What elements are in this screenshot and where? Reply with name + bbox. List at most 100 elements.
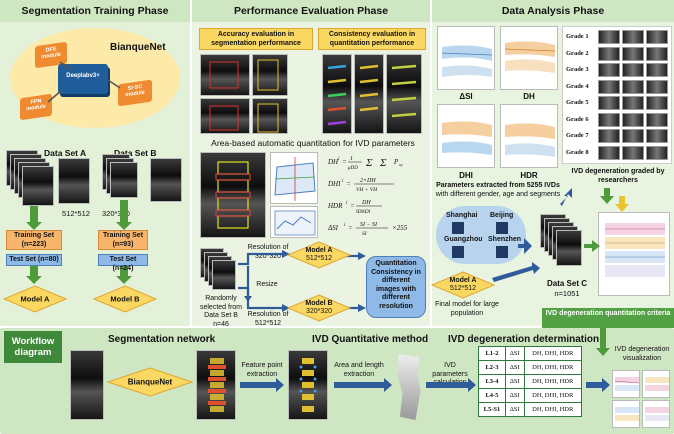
analysis-model-a-size: 512*512 (449, 285, 477, 292)
test-set-a: Test Set (n=80) (6, 254, 62, 266)
res-320-label: Resolution of 320*320 (247, 244, 289, 260)
params-caption: Parameters extracted from 5255 IVDs with… (434, 182, 562, 199)
svg-text:DH: DH (327, 158, 339, 166)
grade-image (598, 63, 620, 77)
svg-text:×255: ×255 (392, 224, 408, 232)
hospital-icon-3 (452, 246, 464, 258)
criteria-banner: IVD degeneration quantitation criteria (542, 308, 674, 328)
svg-text:xy: xy (398, 162, 403, 167)
cities-cloud (436, 206, 526, 264)
dataset-c-image-5 (556, 230, 582, 266)
svg-text:VH + VH: VH + VH (356, 187, 378, 193)
hospital-icon-1 (452, 222, 464, 234)
training-arrows (26, 200, 132, 284)
workflow-input-mri (70, 350, 104, 420)
segment-cell: L5-S1 (478, 402, 506, 417)
analysis-arrows (492, 188, 629, 282)
module-connectors (47, 61, 121, 103)
resize-label: Resize (256, 281, 278, 288)
evaluation-arrows (238, 250, 366, 312)
hospital-icon-2 (496, 222, 508, 234)
visualization-chart-4 (642, 400, 670, 428)
grade-image (646, 96, 668, 110)
chart-dh (500, 26, 558, 90)
evaluation-phase-title: Performance Evaluation Phase (233, 5, 389, 17)
random-image-4 (212, 260, 236, 290)
quant-diagram-bottom (270, 206, 318, 238)
analysis-title-bar (432, 0, 674, 22)
eval-model-b-diamond: Model B 320*320 (286, 294, 352, 322)
accuracy-overlays (209, 59, 279, 133)
grade-image (622, 112, 644, 127)
dataset-a-image-main (58, 158, 90, 204)
model-a-diamond: Model A (2, 285, 68, 313)
grade-label: Grade 5 (566, 99, 589, 106)
workflow-title: Workflow diagram (11, 336, 55, 358)
grade-image (622, 79, 644, 94)
module-deeplab: Deeplabv3+ (58, 64, 108, 94)
size-a-label: 512*512 (62, 209, 90, 218)
svg-text:=: = (350, 202, 355, 210)
svg-text:DHI: DHI (327, 180, 341, 188)
parameter-cell: ΔSI (504, 402, 525, 417)
svg-text:μDD: μDD (348, 166, 358, 171)
feature-extraction-label: Feature point extraction (241, 362, 283, 378)
city-beijing: Beijing (490, 212, 514, 219)
dataset-b-label: Data Set B (114, 148, 157, 158)
consistency-result-box: Quantitation Consistency in different im… (366, 256, 426, 318)
eval-model-a-size: 512*512 (305, 255, 333, 262)
dataset-c-n: n=1051 (554, 289, 580, 298)
dataset-a-image-5 (22, 166, 54, 206)
evaluation-title-bar (192, 0, 430, 22)
parameter-cell: DH, DHI, HDR (523, 402, 583, 417)
grade-image (646, 79, 668, 94)
chart-delta-si (437, 26, 495, 90)
dataset-b-image-main (150, 158, 182, 202)
svg-text:Σ: Σ (365, 157, 373, 169)
svg-text:ΔSI: ΔSI (327, 224, 339, 232)
quant-diagram-top (270, 152, 318, 204)
workflow-title-box: Workflow diagram (4, 331, 62, 363)
svg-text:1: 1 (350, 156, 353, 162)
svg-text:DH: DH (361, 200, 371, 206)
eval-model-a-diamond: Model A 512*512 (286, 241, 352, 269)
visualization-chart-2 (642, 370, 670, 398)
svg-text:i: i (344, 223, 346, 228)
grade-image (598, 96, 620, 110)
workflow-network-diamond: BianqueNet (106, 367, 194, 397)
criteria-label: IVD degeneration quantitation criteria (545, 310, 671, 317)
network-name: BianqueNet (110, 42, 166, 53)
consistency-eval-header: Consistency evaluation in quantitation p… (318, 28, 426, 50)
parameter-cell: DH, DHI, HDR (523, 374, 583, 389)
grade-image (598, 46, 620, 61)
grade-image (646, 63, 668, 77)
params-caption-detail: with different gender, age and segments (435, 190, 561, 198)
grade-image (598, 79, 620, 94)
chart-label-hdr: HDR (520, 171, 538, 180)
svg-text:i: i (346, 201, 348, 206)
random-selection-label: Randomly selected from Data Set B n=46 (199, 295, 243, 328)
analysis-phase-title: Data Analysis Phase (501, 5, 605, 17)
quant-image-main (200, 152, 266, 238)
chart-label-delta-si: ΔSI (459, 92, 473, 101)
eval-model-a-label: Model A (305, 247, 333, 254)
chart-hdr (500, 104, 558, 168)
grade-image (622, 129, 644, 143)
eval-model-b-size: 320*320 (305, 308, 333, 315)
grade-caption: IVD degeneration graded by researchers (571, 168, 665, 184)
svg-text:=: = (342, 158, 347, 166)
svg-text:i: i (338, 157, 340, 162)
consistency-overlays (327, 64, 417, 126)
analysis-model-a-diamond: Model A 512*512 (430, 271, 496, 299)
dataset-a-label: Data Set A (44, 148, 87, 158)
quant-segment-overlay (215, 161, 251, 229)
grade-image (646, 30, 668, 44)
svg-text:Σ: Σ (379, 157, 387, 169)
dataset-c-label: Data Set C (546, 279, 587, 288)
svg-text:SI: SI (362, 231, 368, 237)
model-b-label: Model B (110, 294, 140, 304)
final-model-label: Final model for large population (435, 301, 499, 317)
grade-image (622, 30, 644, 44)
